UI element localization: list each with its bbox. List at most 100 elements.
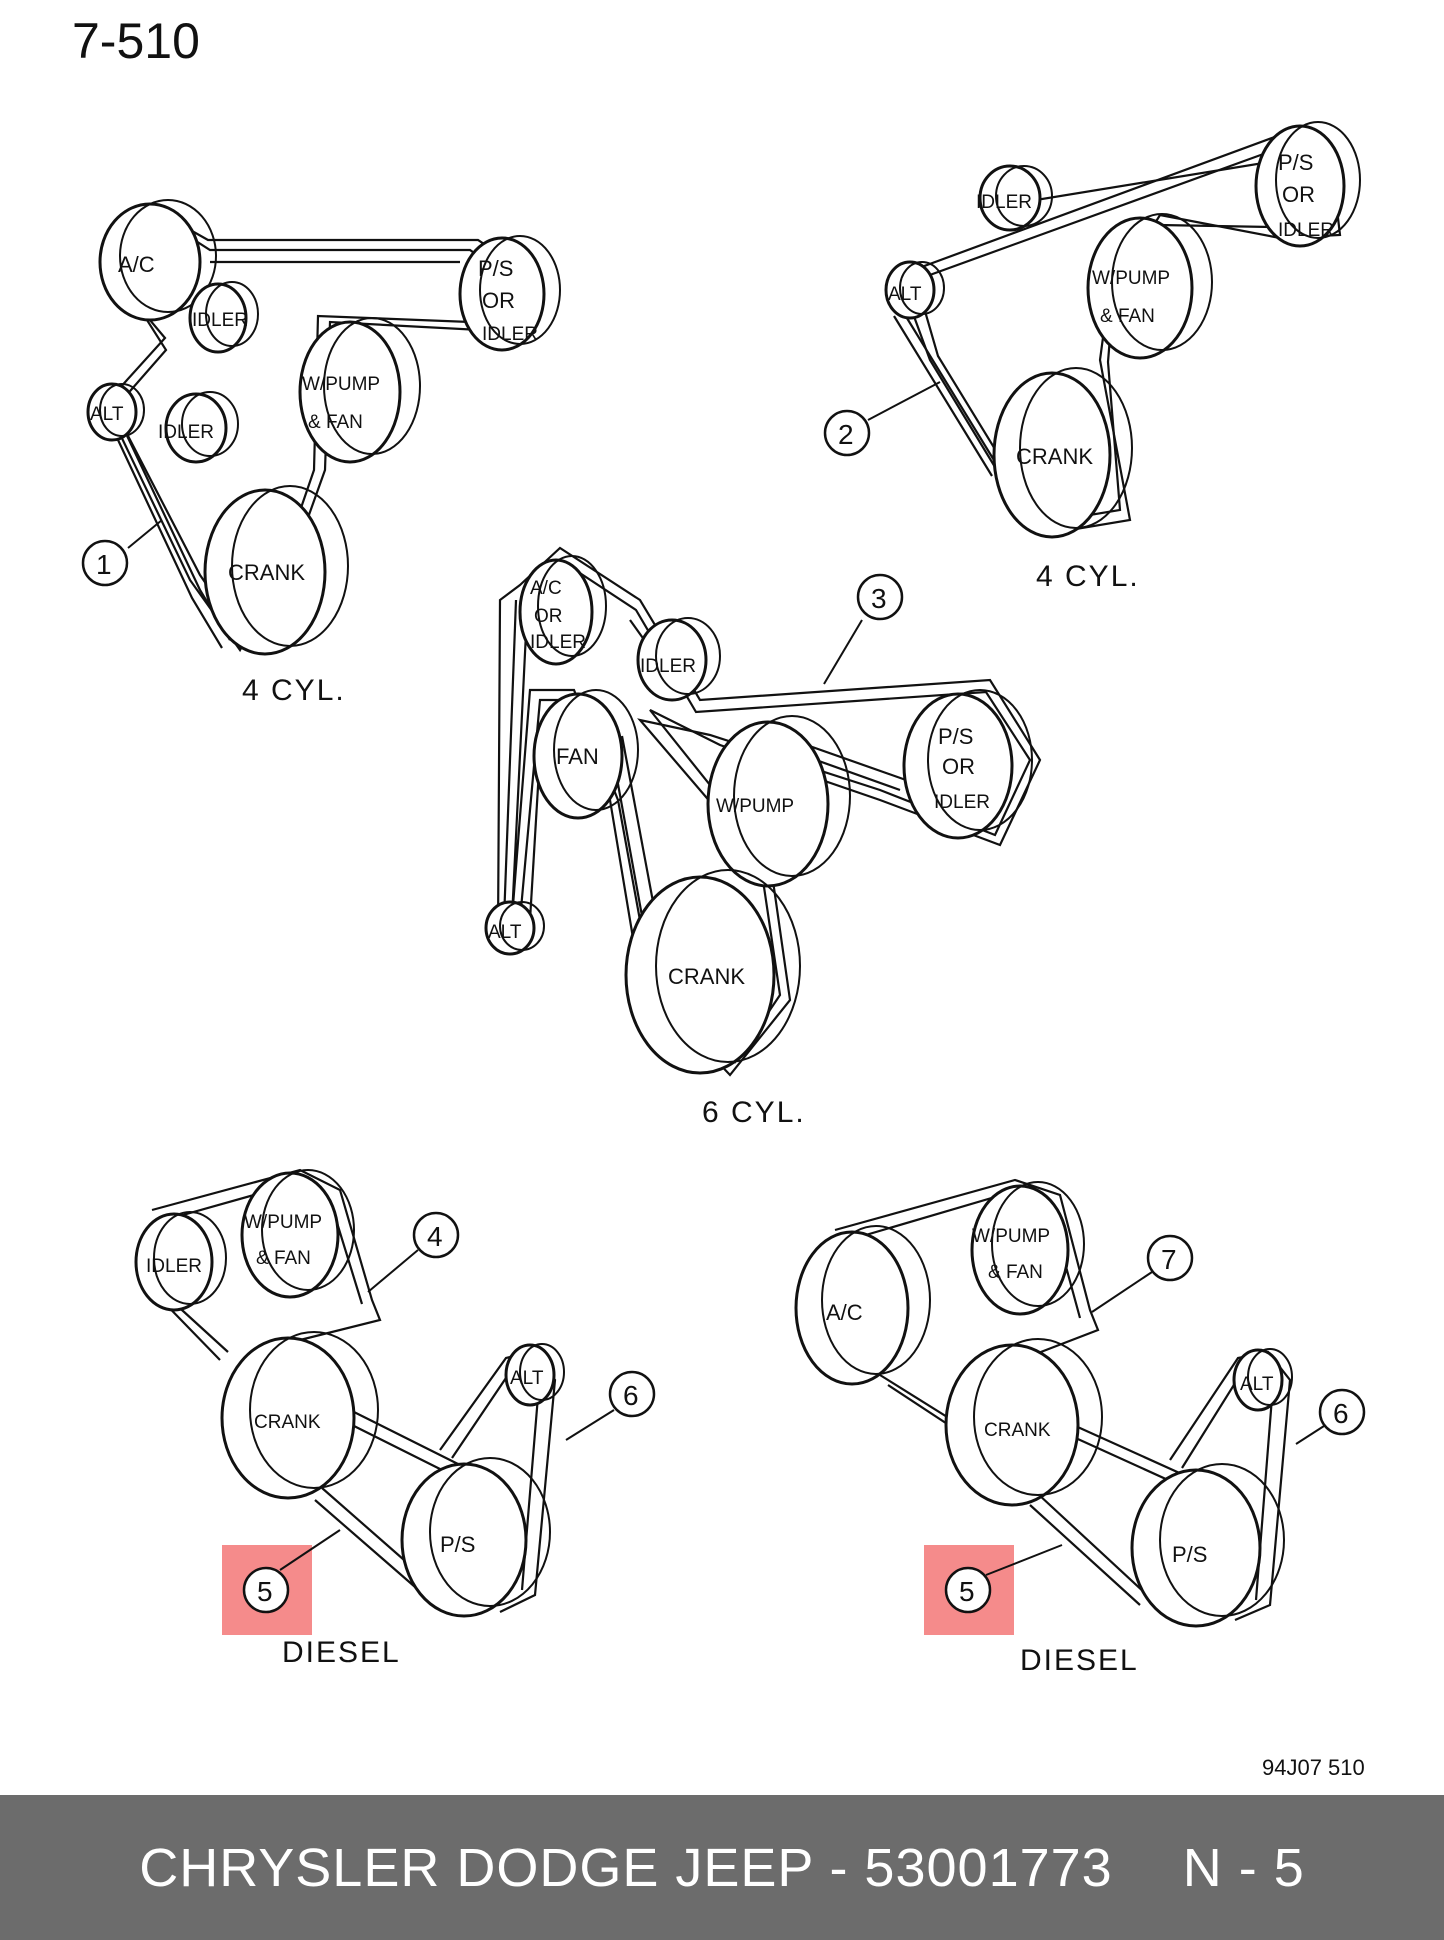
ac-or-label: OR <box>534 606 563 627</box>
pulley-crank: CRANK <box>992 367 1133 539</box>
callout-2-number: 2 <box>838 419 854 450</box>
pulley-ps: P/S <box>400 1457 551 1618</box>
caption-6cyl: 6 CYL. <box>702 1096 806 1129</box>
belt-routing-diagram: .pl { fill:#fff; stroke:#111; stroke-wid… <box>81 121 1366 1780</box>
fan-label: & FAN <box>1100 306 1155 327</box>
pulley-ps-or-idler: P/S OR IDLER <box>458 235 561 352</box>
pulley-idler: IDLER <box>976 164 1053 232</box>
pulley-crank: CRANK <box>944 1338 1103 1507</box>
ps-label: P/S <box>938 724 973 749</box>
caption-diesel-left: DIESEL <box>282 1636 401 1669</box>
ps-label: P/S <box>440 1532 475 1557</box>
ps-label: P/S <box>478 256 513 281</box>
pulley-crank: CRANK <box>624 869 801 1075</box>
ps-or-label: OR <box>942 754 975 779</box>
wpump-label: W/PUMP <box>716 796 794 817</box>
alt-label: ALT <box>888 284 922 305</box>
callout-6: 6 <box>1295 1388 1366 1445</box>
page-number: 7-510 <box>72 13 200 69</box>
wpump-label: W/PUMP <box>302 374 380 395</box>
crank-label: CRANK <box>668 964 745 989</box>
idler-label: IDLER <box>976 192 1032 213</box>
ps-label: P/S <box>1278 150 1313 175</box>
ac-label: A/C <box>530 578 562 599</box>
callout-6-number: 6 <box>1333 1398 1349 1429</box>
callout-5-number: 5 <box>257 1576 273 1607</box>
callout-3: 3 <box>823 573 904 685</box>
fan-label: FAN <box>556 744 599 769</box>
ps-idler-label: IDLER <box>482 324 538 345</box>
pulley-crank: CRANK <box>203 485 349 656</box>
footer-bar: CHRYSLER DODGE JEEP - 53001773 N - 5 <box>0 1795 1444 1940</box>
wpump-label: W/PUMP <box>244 1212 322 1233</box>
caption-4cyl-left: 4 CYL. <box>242 674 346 707</box>
pulley-idler: IDLER <box>134 1211 227 1312</box>
fan-label: & FAN <box>308 412 363 433</box>
pulley-idler-top: IDLER <box>188 281 259 354</box>
alt-label: ALT <box>1240 1374 1274 1395</box>
footer-text: CHRYSLER DODGE JEEP - 53001773 N - 5 <box>0 1837 1444 1899</box>
pulley-ps-or-idler: P/S OR IDLER <box>1254 121 1361 248</box>
pulley-crank: CRANK <box>220 1331 379 1500</box>
idler-low-label: IDLER <box>158 422 214 443</box>
fan-label: & FAN <box>256 1248 311 1269</box>
callout-6-number: 6 <box>623 1380 639 1411</box>
ps-or-label: OR <box>1282 182 1315 207</box>
callout-5-highlighted: 5 <box>222 1529 341 1635</box>
callout-2: 2 <box>823 381 941 457</box>
alt-label: ALT <box>510 1368 544 1389</box>
pulley-fan: FAN <box>532 689 639 820</box>
pulley-ac: A/C <box>98 199 217 322</box>
ps-idler-label: IDLER <box>1278 220 1334 241</box>
diagram-diesel-right: A/C W/PUMP & FAN CRANK ALT P/S 7 <box>794 1178 1366 1677</box>
pulley-wpump: W/PUMP <box>706 715 851 888</box>
diagram-4cyl-left: A/C IDLER P/S OR IDLER ALT IDLER W/PUM <box>81 199 561 707</box>
diagram-6cyl: A/C OR IDLER IDLER FAN W/PUMP P/S OR IDL… <box>484 546 1042 1129</box>
ps-or-label: OR <box>482 288 515 313</box>
crank-label: CRANK <box>228 560 305 585</box>
callout-4: 4 <box>367 1211 460 1293</box>
idler-label: IDLER <box>146 1256 202 1277</box>
figure-code: 94J07 510 <box>1262 1755 1365 1780</box>
pulley-wpump-fan: W/PUMP & FAN <box>970 1181 1085 1316</box>
pulley-alt: ALT <box>484 900 545 956</box>
caption-diesel-right: DIESEL <box>1020 1644 1139 1677</box>
pulley-ps-or-idler: P/S OR IDLER <box>902 689 1033 840</box>
footer-ref: N - 5 <box>1182 1838 1305 1898</box>
pulley-idler-low: IDLER <box>158 391 239 464</box>
ps-idler-label: IDLER <box>934 792 990 813</box>
footer-brand-part: CHRYSLER DODGE JEEP - 53001773 <box>139 1838 1113 1898</box>
callout-7-number: 7 <box>1161 1244 1177 1275</box>
callout-5-number: 5 <box>959 1576 975 1607</box>
idler-label: IDLER <box>640 656 696 677</box>
alt-label: ALT <box>488 922 522 943</box>
pulley-wpump-fan: W/PUMP & FAN <box>298 317 421 464</box>
ac-idler-label: IDLER <box>530 632 586 653</box>
wpump-label: W/PUMP <box>972 1226 1050 1247</box>
pulley-ac: A/C <box>794 1225 931 1386</box>
diagram-4cyl-right: IDLER P/S OR IDLER ALT W/PUMP & FAN CRAN… <box>823 121 1361 593</box>
crank-label: CRANK <box>254 1412 321 1433</box>
pulley-alt: ALT <box>884 260 945 320</box>
pulley-alt: ALT <box>86 382 145 442</box>
fan-label: & FAN <box>988 1262 1043 1283</box>
ac-label: A/C <box>118 252 155 277</box>
pulley-wpump-fan: W/PUMP & FAN <box>1086 213 1213 360</box>
callout-3-number: 3 <box>871 583 887 614</box>
pulley-alt: ALT <box>504 1343 565 1407</box>
callout-4-number: 4 <box>427 1221 443 1252</box>
ps-label: P/S <box>1172 1542 1207 1567</box>
pulley-ps: P/S <box>1130 1463 1285 1628</box>
pulley-wpump-fan: W/PUMP & FAN <box>240 1169 355 1299</box>
pulley-alt: ALT <box>1232 1348 1293 1412</box>
wpump-label: W/PUMP <box>1092 268 1170 289</box>
pulley-ac-or-idler: A/C OR IDLER <box>518 555 607 666</box>
alt-label: ALT <box>90 404 124 425</box>
crank-label: CRANK <box>1016 444 1093 469</box>
diagram-diesel-left: IDLER W/PUMP & FAN CRANK ALT P/S 4 <box>134 1168 656 1669</box>
pulley-idler: IDLER <box>636 617 721 702</box>
idler-top-label: IDLER <box>192 310 248 331</box>
crank-label: CRANK <box>984 1420 1051 1441</box>
ac-label: A/C <box>826 1300 863 1325</box>
callout-7: 7 <box>1091 1234 1194 1313</box>
